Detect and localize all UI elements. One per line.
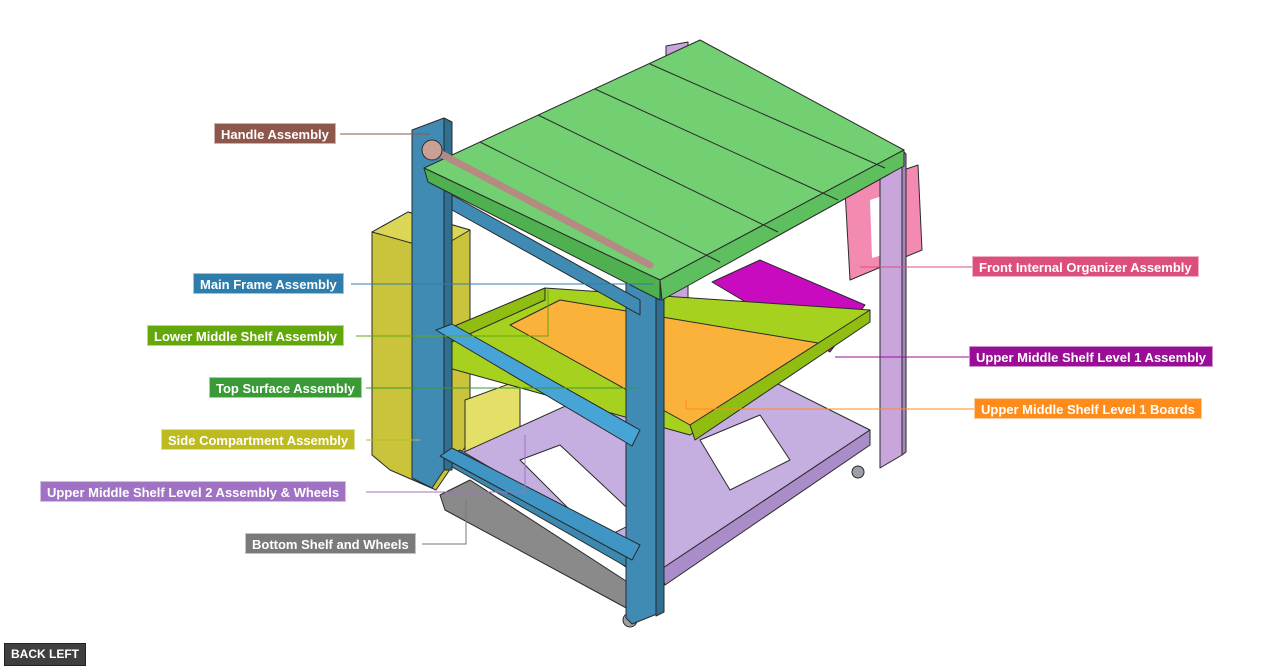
view-back-left-button[interactable]: BACK LEFT — [4, 643, 86, 666]
callout-upper-middle-shelf-level-2: Upper Middle Shelf Level 2 Assembly & Wh… — [40, 481, 347, 502]
callout-lower-middle-shelf-assembly: Lower Middle Shelf Assembly — [147, 325, 345, 346]
callout-top-surface-assembly: Top Surface Assembly — [209, 377, 362, 398]
callout-main-frame-assembly: Main Frame Assembly — [193, 273, 344, 294]
callout-upper-middle-shelf-level-1: Upper Middle Shelf Level 1 Assembly — [969, 346, 1213, 367]
main-frame-post-left — [411, 117, 445, 489]
callout-front-internal-organizer: Front Internal Organizer Assembly — [972, 256, 1199, 277]
wheel — [851, 465, 865, 479]
front-right-post — [879, 149, 903, 469]
callout-side-compartment-assembly: Side Compartment Assembly — [161, 429, 356, 450]
callout-bottom-shelf-and-wheels: Bottom Shelf and Wheels — [245, 533, 416, 554]
callout-handle-assembly: Handle Assembly — [214, 123, 336, 144]
main-frame-rail — [435, 323, 641, 447]
handle-bar — [426, 144, 654, 269]
callout-upper-middle-shelf-level-1-boards: Upper Middle Shelf Level 1 Boards — [974, 398, 1202, 419]
top-surface — [423, 39, 905, 281]
